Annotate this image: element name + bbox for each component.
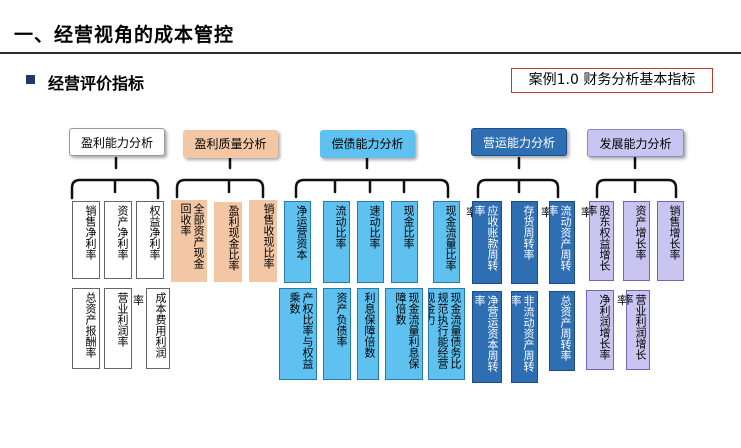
- indicator-box: 销售净利率: [72, 201, 100, 279]
- indicator-box: 现金流量比率: [433, 201, 460, 283]
- page-title: 一、经营视角的成本管控: [14, 24, 235, 46]
- indicator-box: 存货周转率: [511, 201, 538, 284]
- indicator-box: 全部资产现金回收率: [171, 200, 207, 282]
- category-growth-button[interactable]: 发展能力分析: [587, 129, 684, 157]
- category-operation-button[interactable]: 营运能力分析: [471, 128, 567, 156]
- indicator-box: 应收账款周转率: [472, 201, 502, 284]
- indicator-box: 速动比率: [357, 201, 384, 283]
- indicator-box: 总资产周转率: [549, 291, 575, 371]
- case-label: 案例1.0 财务分析基本指标: [511, 68, 713, 93]
- category-solvency-button[interactable]: 偿债能力分析: [320, 130, 415, 158]
- indicator-box: 资产增长率: [623, 201, 650, 281]
- indicator-box: 现金比率: [391, 201, 418, 283]
- indicator-box: 销售增长率: [657, 201, 684, 281]
- indicator-box: 资产净利率: [104, 201, 132, 279]
- indicator-box: 营业利润增长率: [626, 290, 650, 370]
- indicator-box: 营业利润率: [104, 288, 132, 369]
- indicator-box: 产权比率与权益乘数: [279, 288, 317, 380]
- stray-char: 率: [133, 294, 144, 307]
- indicator-box: 非流动资产周转率: [511, 291, 538, 383]
- stray-char: 率: [581, 206, 592, 219]
- indicator-box: 流动比率: [323, 201, 350, 283]
- title-divider: [0, 52, 741, 54]
- indicator-box: 净营运资本周转率: [472, 291, 502, 383]
- indicator-box: 资产负债率: [323, 288, 351, 380]
- indicator-box: 净运营资本: [284, 201, 311, 283]
- square-bullet-icon: [26, 75, 35, 84]
- indicator-box: 销售收现比率: [249, 200, 277, 282]
- indicator-box: 股东权益增长率: [589, 201, 614, 281]
- section-subtitle: 经营评价指标: [48, 74, 145, 93]
- indicator-box: 流动资产周转率: [549, 201, 575, 284]
- indicator-box: 现金流量利息保障倍数: [385, 288, 423, 380]
- indicator-box: 盈利现金比率: [214, 202, 242, 282]
- indicator-box: 净利润增长率: [586, 290, 614, 370]
- indicator-box: 利息保障倍数: [357, 288, 379, 380]
- stray-char: 率: [466, 206, 477, 219]
- stray-char: 率: [617, 294, 628, 307]
- indicator-box: 总资产报酬率: [72, 288, 100, 369]
- category-quality-button[interactable]: 盈利质量分析: [183, 130, 278, 158]
- indicator-box: 权益净利率: [136, 201, 164, 279]
- category-profit-button[interactable]: 盈利能力分析: [69, 128, 165, 156]
- indicator-box: 现金流量债务比规范执行能经营现金力: [428, 288, 465, 380]
- stray-char: 率: [541, 206, 552, 219]
- indicator-box: 成本费用利润: [146, 288, 170, 369]
